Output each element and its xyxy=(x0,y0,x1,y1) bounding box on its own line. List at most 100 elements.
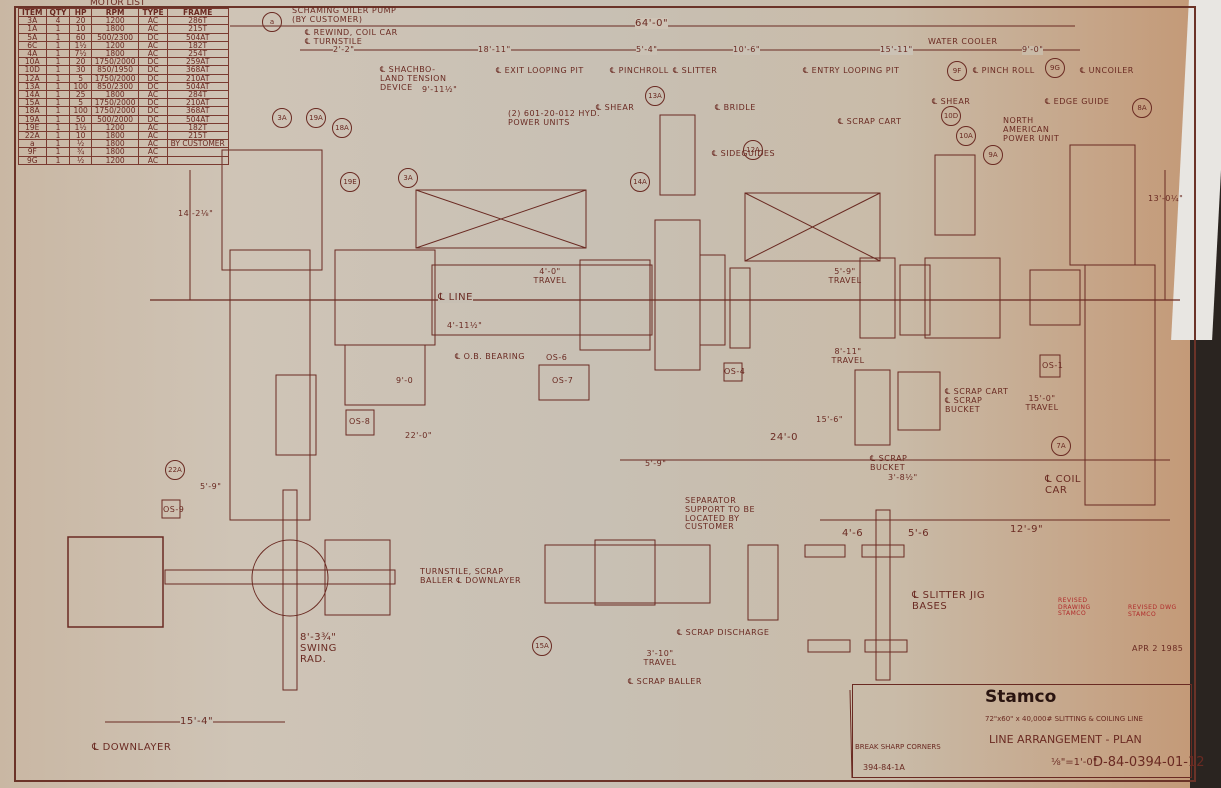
downlayer-label: ℄ DOWNLAYER xyxy=(92,742,172,753)
dim-9-0: 9'-0" xyxy=(1022,45,1044,55)
motor-list-cell: 368AT xyxy=(166,106,229,116)
company-logo: Stamco xyxy=(985,687,1057,707)
motor-list-cell: 1 xyxy=(45,24,71,34)
item-bubble: 9F xyxy=(947,61,967,81)
item-bubble: 10D xyxy=(941,106,961,126)
line-label: ℄ LINE xyxy=(438,292,473,303)
oiler-pump-label: SCHAMING OILER PUMP (BY CUSTOMER) xyxy=(292,6,397,24)
motor-list-cell: AC xyxy=(138,147,168,157)
na-power-label: NORTH AMERICAN POWER UNIT xyxy=(1003,116,1060,143)
item-bubble: 3A xyxy=(398,168,418,188)
scrap-cart-bucket-label: ℄ SCRAP CART ℄ SCRAP BUCKET xyxy=(945,387,1009,414)
shear-label: ℄ SHEAR xyxy=(596,103,635,112)
motor-list-cell: 9G xyxy=(18,155,47,165)
item-bubble: 13A xyxy=(645,86,665,106)
dim-13-0: 13'-0¼" xyxy=(1148,194,1184,203)
turnstile-label: TURNSTILE, SCRAP BALLER ℄ DOWNLAYER xyxy=(420,567,522,585)
motor-list-cell: 850/1950 xyxy=(90,65,140,75)
motor-list-cell: 100 xyxy=(69,106,92,116)
os-4-label: OS-4 xyxy=(724,367,746,376)
scrap-bucket-label: ℄ SCRAP BUCKET xyxy=(870,454,908,472)
travel-5-9-label: 5'-9" TRAVEL xyxy=(828,267,862,285)
drawing-number: D-84-0394-01-12 xyxy=(1093,755,1205,770)
date-stamp: APR 2 1985 xyxy=(1132,644,1184,653)
dim-18-11: 18'-11" xyxy=(478,45,511,55)
dim-5-6: 5'-6 xyxy=(908,528,930,539)
dim-3-8: 3'-8½" xyxy=(888,473,918,482)
item-bubble: 22A xyxy=(165,460,185,480)
drawing-scale: ⅛"=1'-0" xyxy=(1051,757,1098,768)
scrap-baller-label: ℄ SCRAP BALLER xyxy=(628,677,702,686)
os-8-label: OS-8 xyxy=(349,417,371,426)
bridle-label: ℄ BRIDLE xyxy=(715,103,756,112)
os-6-label: OS-6 xyxy=(546,353,568,362)
slitter-jig-label: ℄ SLITTER JIG BASES xyxy=(912,590,986,612)
motor-list-cell: ¾ xyxy=(69,147,92,157)
motor-list-cell: DC xyxy=(138,65,168,75)
ob-bearing-label: ℄ O.B. BEARING xyxy=(455,352,525,361)
dim-22: 22'-0" xyxy=(405,431,433,440)
motor-list-cell: 18A xyxy=(18,106,47,116)
dim-10-6: 10'-6" xyxy=(733,45,761,55)
separator-label: SEPARATOR SUPPORT TO BE LOCATED BY CUSTO… xyxy=(685,496,756,532)
motor-list-cell: 1 xyxy=(45,155,71,165)
item-bubble: 19E xyxy=(340,172,360,192)
coil-car-label: ℄ COIL CAR xyxy=(1045,474,1081,496)
dim-9-11: 9'-11½" xyxy=(422,85,458,94)
motor-list-cell: BY CUSTOMER xyxy=(166,139,229,149)
item-bubble: 9A xyxy=(983,145,1003,165)
dim-9-0b: 9'-0 xyxy=(396,376,414,385)
title-block: BREAK SHARP CORNERS 394-84-1A Stamco 72"… xyxy=(852,684,1204,778)
motor-list-cell: DC xyxy=(138,106,168,116)
dim-4-6: 4'-6 xyxy=(842,528,864,539)
motor-list-cell: 1 xyxy=(45,147,71,157)
motor-list-cell: 1750/2000 xyxy=(90,106,140,116)
job-number: 394-84-1A xyxy=(863,763,905,772)
dim-5-9: 5'-9" xyxy=(645,459,667,468)
motor-list-cell: 9F xyxy=(18,147,47,157)
hyd-power-label: (2) 601-20-012 HYD. POWER UNITS xyxy=(508,109,601,127)
dim-15-6: 15'-6" xyxy=(816,415,844,424)
item-bubble: 9G xyxy=(1045,58,1065,78)
item-bubble: 19A xyxy=(306,108,326,128)
travel-3-10-label: 3'-10" TRAVEL xyxy=(643,649,677,667)
slitter-label: ℄ SLITTER xyxy=(673,66,718,75)
dim-24: 24'-0 xyxy=(770,432,798,443)
os-9-label: OS-9 xyxy=(163,505,185,514)
swing-radius-label: 8'-3¾" SWING RAD. xyxy=(300,632,337,665)
motor-list-cell: 10 xyxy=(69,24,92,34)
exit-pit-label: ℄ EXIT LOOPING PIT xyxy=(496,66,584,75)
motor-list-header: ITEM QTY HP RPM TYPE FRAME xyxy=(18,7,229,18)
line-description: 72"x60" x 40,000# SLITTING & COILING LIN… xyxy=(985,715,1143,723)
dim-15-11: 15'-11" xyxy=(880,45,913,55)
revision-stamp-1: REVISED DRAWING STAMCO xyxy=(1058,597,1091,618)
motor-list-cell: 1800 xyxy=(90,24,140,34)
item-bubble: 18A xyxy=(332,118,352,138)
dim-overall: 64'-0" xyxy=(635,18,669,29)
item-bubble: 3A xyxy=(272,108,292,128)
drawing-title: LINE ARRANGEMENT - PLAN xyxy=(989,733,1142,746)
travel-4-label: 4'-0" TRAVEL xyxy=(533,267,567,285)
dim-15-4: 15'-4" xyxy=(180,716,214,727)
pinch-roll-label: ℄ PINCH ROLL xyxy=(973,66,1035,75)
item-bubble: 14A xyxy=(630,172,650,192)
uncoiler-label: ℄ UNCOILER xyxy=(1080,66,1134,75)
dim-14-2: 14'-2⅛" xyxy=(178,209,214,218)
edge-guide-label: ℄ EDGE GUIDE xyxy=(1045,97,1110,106)
motor-list-title: MOTOR LIST xyxy=(90,0,146,8)
motor-list-cell: 1800 xyxy=(90,147,140,157)
item-bubble: 15A xyxy=(532,636,552,656)
water-cooler-label: WATER COOLER xyxy=(928,37,998,46)
dim-12-9: 12'-9" xyxy=(1010,524,1044,535)
motor-list-cell: 10D xyxy=(18,65,47,75)
motor-list-cell xyxy=(166,147,229,157)
